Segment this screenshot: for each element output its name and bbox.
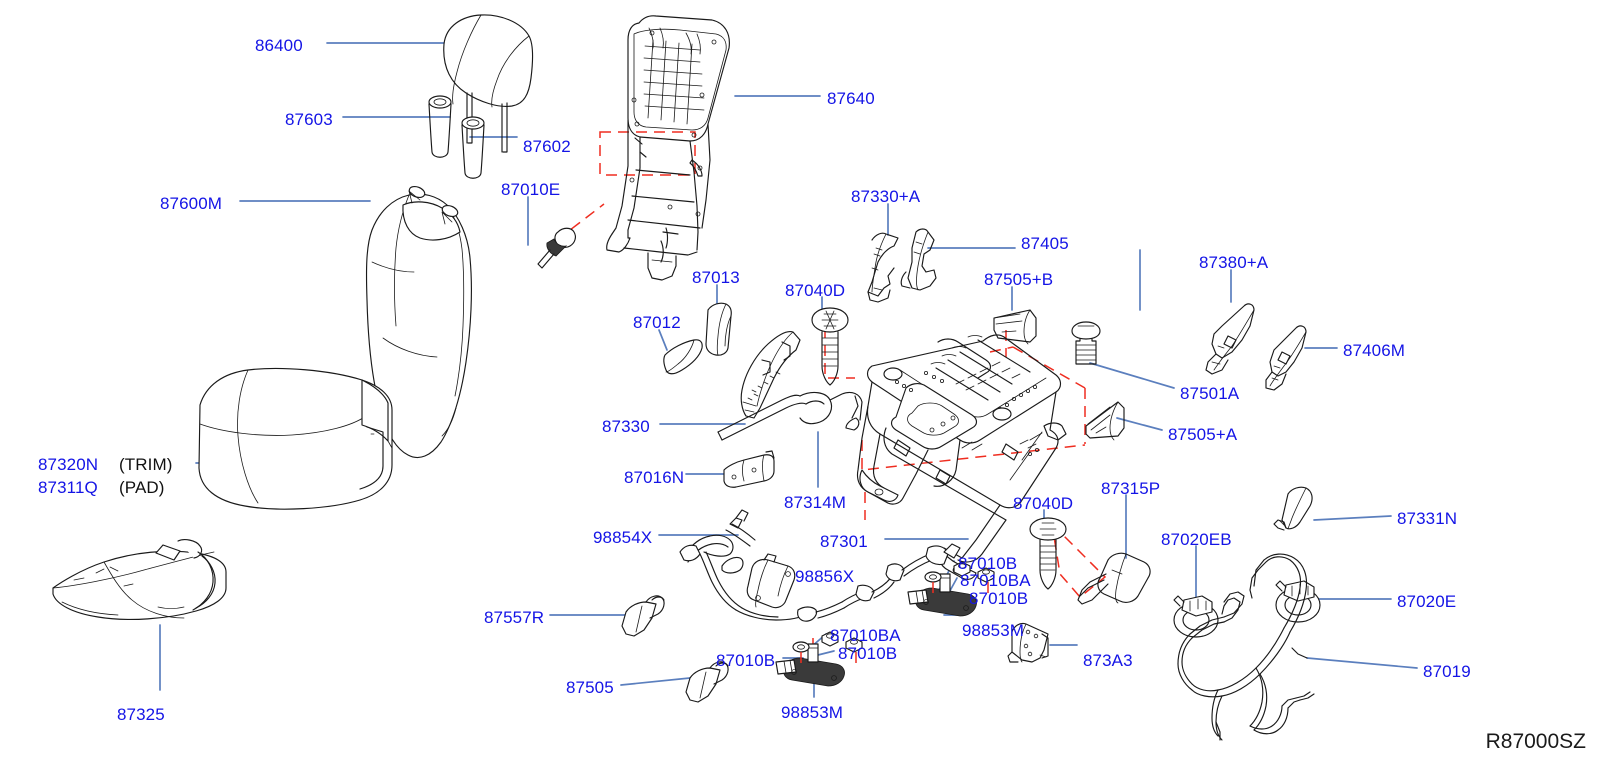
label-87505-plus-B: 87505+B [984,270,1054,289]
part-87010E-bolt [537,227,576,269]
label-87020EB: 87020EB [1161,530,1232,549]
label-87325: 87325 [117,705,165,724]
part-86400-headrest [443,14,534,153]
label-87311Q: 87311Q [38,478,98,497]
part-87602-headrest-guide-free [461,116,485,179]
part-87505-cover-bottom [685,661,729,703]
label-86400: 86400 [255,36,303,55]
part-98853M-anchor-bottom [775,631,863,687]
label-87505: 87505 [566,678,614,697]
label-87010B-upper: 87010B [958,554,1018,573]
label-87505-plus-A: 87505+A [1168,425,1238,444]
label-87557R: 87557R [484,608,545,627]
label-87600M: 87600M [160,194,223,213]
part-873A3-bracket [1007,622,1049,663]
label-87010BA-bottom: 87010BA [830,626,901,645]
part-87315P-knob-lift [1077,552,1151,605]
part-87320N-seat-cushion-trim [198,367,393,510]
part-87505+B-cover [993,309,1037,345]
label-98854X: 98854X [593,528,653,547]
part-87600M-seat-back-trim [365,185,472,459]
part-87040D-screw-top [811,307,849,386]
label-98853M-upper: 98853M [962,621,1025,640]
part-87406M-lever-cover [1265,325,1307,391]
part-87501A-bolt [1071,321,1101,365]
label-87640: 87640 [827,89,875,108]
label-87010E: 87010E [501,180,561,199]
diagram-watermark: R87000SZ [1485,730,1586,753]
label-87010B-upper-2: 87010B [969,589,1029,608]
label-87020E: 87020E [1397,592,1457,611]
part-87325-cushion-pan-shield [52,539,227,620]
label-87330-plus-A: 87330+A [851,187,921,206]
part-87020EB-clamp [1173,595,1219,638]
part-87640-seat-back-frame [606,15,730,281]
label-87406M: 87406M [1343,341,1406,360]
label-trim-qualifier: (TRIM) [119,455,173,474]
label-98853M-bottom: 98853M [781,703,844,722]
label-pad-qualifier: (PAD) [119,478,165,497]
label-87330: 87330 [602,417,650,436]
part-87013-knob-cover [705,302,732,356]
label-87602: 87602 [523,137,571,156]
label-87331N: 87331N [1397,509,1458,528]
label-87315P: 87315P [1101,479,1161,498]
label-87301: 87301 [820,532,868,551]
label-87603: 87603 [285,110,333,129]
label-87380-plus-A: 87380+A [1199,253,1269,272]
part-87603-headrest-guide-lock [428,95,452,158]
part-87557R-clip [621,595,665,637]
fastener-group-upper [924,561,995,583]
part-87301-seat-frame-adjuster [856,334,1067,580]
label-87013: 87013 [692,268,740,287]
part-98853M-anchor-upper [907,561,995,617]
part-87012-side-trim-pad [663,339,703,375]
part-87505+A-cover [1085,401,1125,441]
label-98856X: 98856X [795,567,855,586]
label-87019: 87019 [1423,662,1471,681]
label-87010BA-upper: 87010BA [960,571,1031,590]
part-87405-bracket [900,228,937,291]
leader-lines [159,42,1418,698]
label-873A3: 873A3 [1083,651,1133,670]
label-87016N: 87016N [624,468,685,487]
label-87040D-bottom: 87040D [1013,494,1074,513]
part-98854X-harness [679,509,961,622]
part-87331N-cap [1273,486,1313,531]
part-87330+A-bracket-a [867,232,899,303]
part-87019-seat-harness [1177,553,1315,741]
part-87314M-lift-lever [717,391,863,441]
part-87016N-bracket [723,450,775,488]
label-87320N: 87320N [38,455,99,474]
label-87012: 87012 [633,313,681,332]
label-87010B-bottom-left: 87010B [716,651,776,670]
label-87405: 87405 [1021,234,1069,253]
label-87501A: 87501A [1180,384,1240,403]
label-87314M: 87314M [784,493,847,512]
fastener-group-bottom [792,631,863,653]
part-87330-side-finisher [740,330,801,419]
part-87040D-screw-bottom [1029,517,1067,590]
part-87380+A-recliner-lever [1205,303,1255,375]
label-87040D-top: 87040D [785,281,846,300]
label-87010B-bottom-2: 87010B [838,644,898,663]
